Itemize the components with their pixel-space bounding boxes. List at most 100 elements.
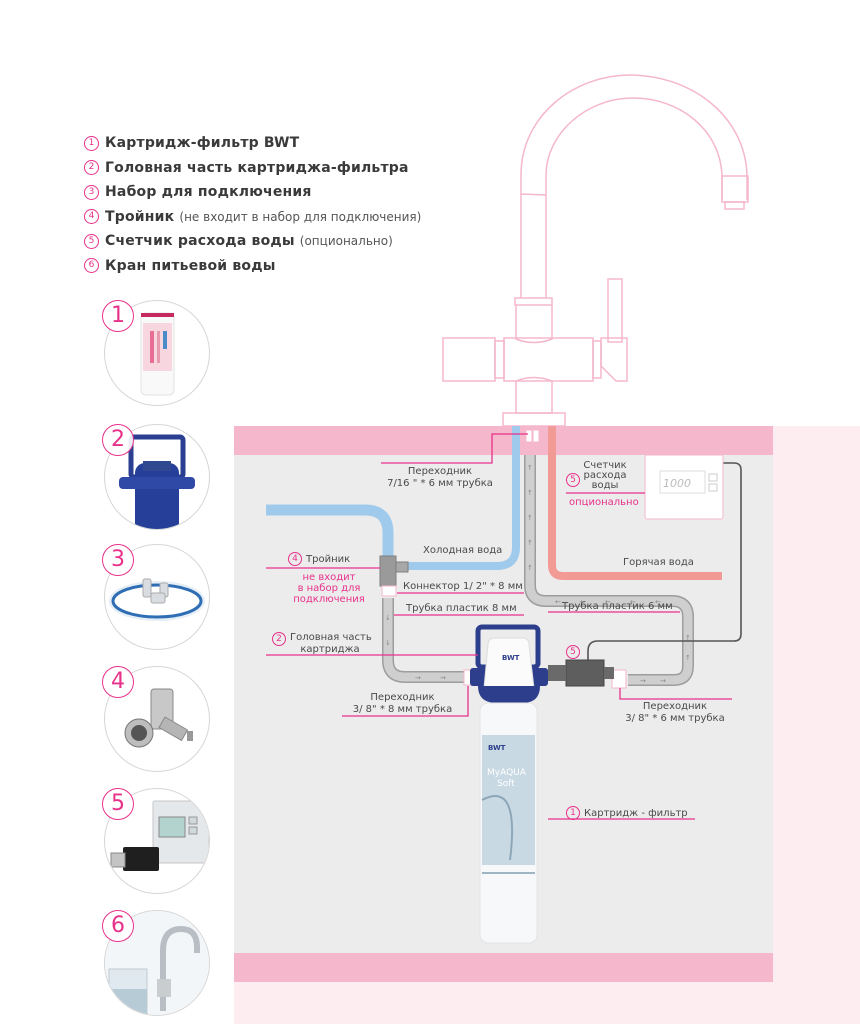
cartridge-label-text: Картридж - фильтр <box>584 808 688 819</box>
legend-note: (не входит в набор для подключения) <box>179 209 422 224</box>
svg-text:←: ← <box>555 598 561 606</box>
hot-feed-stub <box>548 426 556 455</box>
legend-number: 3 <box>84 184 99 200</box>
legend-number: 5 <box>84 233 99 249</box>
svg-text:←: ← <box>630 598 636 606</box>
svg-text:↑: ↑ <box>527 564 533 572</box>
label-line: воды <box>591 480 619 491</box>
legend-item: 1 Картридж-фильтр BWT <box>84 131 421 156</box>
flow-arrows: ↑↑↑↑↑ ←←←←← ↑↑ →→ ↓↓ →→ <box>385 464 691 685</box>
legend-title: Набор для подключения <box>105 184 312 201</box>
thumbnail-number: 6 <box>102 910 134 942</box>
svg-text:→: → <box>440 674 446 682</box>
cartridge-number: 1 <box>566 806 580 820</box>
legend-item: 6 Кран питьевой воды <box>84 254 421 279</box>
legend: 1 Картридж-фильтр BWT 2 Головная часть к… <box>84 131 421 278</box>
legend-item: 2 Головная часть картриджа-фильтра <box>84 156 421 181</box>
tube-6mm-label: Трубка пластик 6 мм <box>562 601 673 612</box>
legend-title: Головная часть картриджа-фильтра <box>105 159 409 176</box>
countertop-band <box>234 426 773 455</box>
adapter-right-label: Переходник 3/ 8" * 6 мм трубка <box>620 701 730 725</box>
water-meter-photo <box>110 800 209 871</box>
thumbnail-number: 1 <box>102 300 134 332</box>
cold-feed-stub <box>512 426 520 455</box>
thumbnail-water-meter <box>104 788 210 894</box>
label-line: в набор для <box>297 583 361 594</box>
label-line: расхода <box>583 470 627 481</box>
thumbnail-number: 4 <box>102 666 134 698</box>
thumbnail-tee <box>104 666 210 772</box>
svg-text:↑: ↑ <box>685 634 691 642</box>
svg-text:→: → <box>415 674 421 682</box>
filter-head-number: 2 <box>272 632 286 646</box>
filter-head-cap <box>483 637 535 689</box>
label-line: Переходник <box>370 692 435 703</box>
inline-flow-meter <box>565 659 605 687</box>
label-line: картриджа <box>300 644 360 655</box>
meter-label: 5 Счетчик расхода воды <box>566 461 628 491</box>
legend-title: Кран питьевой воды <box>105 257 276 274</box>
legend-title: Тройник <box>105 208 175 225</box>
cold-water-riser <box>403 455 520 570</box>
svg-text:↑: ↑ <box>527 539 533 547</box>
label-line: 7/16 " * 6 мм трубка <box>387 478 493 489</box>
meter-number: 5 <box>566 473 580 487</box>
hot-water-pipe <box>548 455 722 580</box>
svg-text:MyAQUA: MyAQUA <box>487 768 527 778</box>
svg-text:←: ← <box>655 598 661 606</box>
adapter-top-label: Переходник 7/16 " * 6 мм трубка <box>380 466 500 490</box>
svg-text:←: ← <box>580 598 586 606</box>
svg-text:→: → <box>640 677 646 685</box>
legend-note: (опционально) <box>299 234 393 249</box>
faucet-spout <box>520 74 748 298</box>
tee-label-text: Тройник <box>306 554 351 565</box>
label-line: Переходник <box>407 466 473 477</box>
adapter-left-label: Переходник 3/ 8" * 8 мм трубка <box>340 692 465 716</box>
svg-text:↑: ↑ <box>527 489 533 497</box>
meter-cable <box>587 462 742 662</box>
svg-text:→: → <box>660 677 666 685</box>
thumbnail-number: 3 <box>102 544 134 576</box>
label-line: не входит <box>302 572 356 583</box>
inline-meter-number: 5 <box>566 645 580 659</box>
meter-display-value: 1000 <box>663 477 691 490</box>
faucet-outline <box>442 74 749 455</box>
thumbnail-filter-head <box>104 424 210 530</box>
svg-text:↓: ↓ <box>385 614 391 622</box>
legend-title: Счетчик расхода воды <box>105 233 295 250</box>
label-line: Переходник <box>642 701 708 712</box>
svg-text:↑: ↑ <box>527 514 533 522</box>
hot-water-label: Горячая вода <box>623 557 694 568</box>
meter-optional-note: опционально <box>569 497 639 508</box>
faucet-lever <box>607 278 623 343</box>
tee-fitting <box>379 555 397 587</box>
label-line: подключения <box>293 594 365 605</box>
legend-item: 5 Счетчик расхода воды (опционально) <box>84 229 421 254</box>
svg-text:BWT: BWT <box>488 744 506 752</box>
filter-head-photo <box>119 434 195 529</box>
legend-number: 2 <box>84 160 99 176</box>
cold-water-pipe <box>266 504 394 560</box>
legend-item: 4 Тройник (не входит в набор для подключ… <box>84 205 421 230</box>
svg-text:Soft: Soft <box>497 779 515 789</box>
tube-8mm-label: Трубка пластик 8 мм <box>406 603 517 614</box>
tee-photo <box>124 688 193 748</box>
svg-text:↑: ↑ <box>527 464 533 472</box>
connector-label: Коннектор 1/ 2" * 8 мм <box>403 581 523 592</box>
connection-kit-photo <box>109 578 205 621</box>
svg-text:BWT: BWT <box>502 654 520 662</box>
svg-text:↓: ↓ <box>385 639 391 647</box>
cartridge-photo <box>140 312 175 396</box>
label-line: Головная часть <box>290 632 372 643</box>
svg-text:←: ← <box>605 598 611 606</box>
thumbnail-number: 5 <box>102 788 134 820</box>
tee-note: не входит в набор для подключения <box>292 572 366 605</box>
leader-lines <box>266 433 732 820</box>
filter-head-label: 2 Головная часть картриджа <box>272 632 372 656</box>
label-line: Счетчик <box>583 460 627 471</box>
thumbnail-number: 2 <box>102 424 134 456</box>
legend-item: 3 Набор для подключения <box>84 180 421 205</box>
cartridge-label: 1 Картридж - фильтр <box>566 806 688 820</box>
